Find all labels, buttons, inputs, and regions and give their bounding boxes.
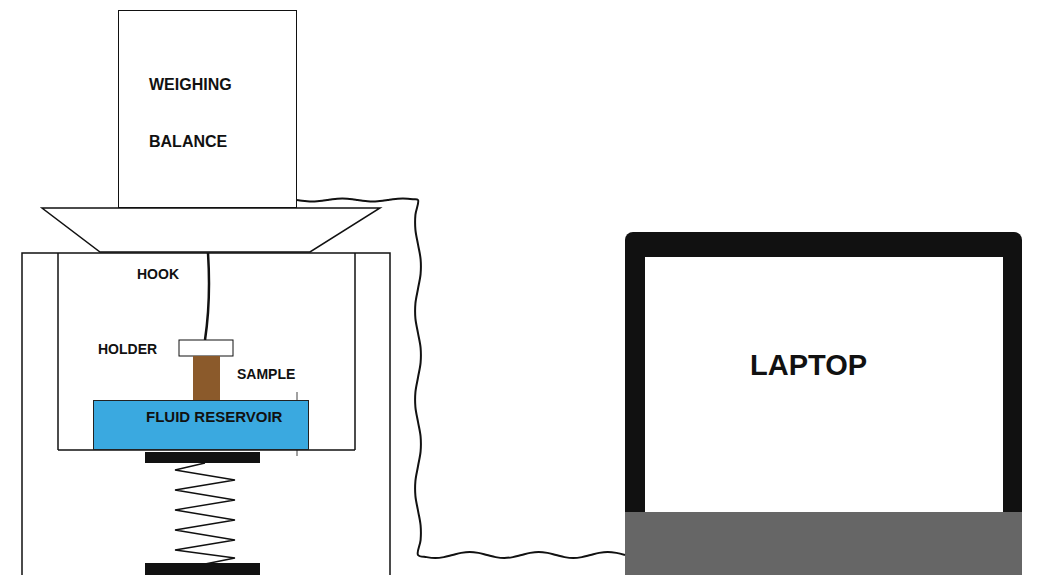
hook-wire	[205, 253, 209, 340]
fluid-reservoir: FLUID RESERVOIR	[93, 400, 309, 450]
laptop-base	[625, 512, 1022, 575]
node-text: LAPTOP	[750, 348, 867, 382]
holder	[179, 340, 233, 356]
laptop-screen	[645, 257, 1003, 512]
housing	[22, 253, 390, 575]
weighing-balance: WEIGHING BALANCE	[118, 10, 297, 208]
spring	[175, 463, 235, 564]
laptop-frame	[625, 232, 1022, 522]
balance-tray	[42, 208, 380, 252]
laptop: LAPTOP	[625, 232, 1022, 575]
part-label: HOOK	[137, 266, 179, 282]
inner-wall	[354, 253, 356, 450]
sample	[193, 356, 220, 400]
inner-wall	[57, 253, 59, 450]
part-label: HOLDER	[98, 341, 157, 357]
cable	[297, 199, 625, 559]
spring-base	[145, 563, 260, 575]
node-text: WEIGHING BALANCE	[149, 56, 264, 170]
spring-plate	[145, 452, 260, 463]
node-text: FLUID RESERVOIR	[146, 407, 282, 427]
part-label: SAMPLE	[237, 366, 295, 382]
